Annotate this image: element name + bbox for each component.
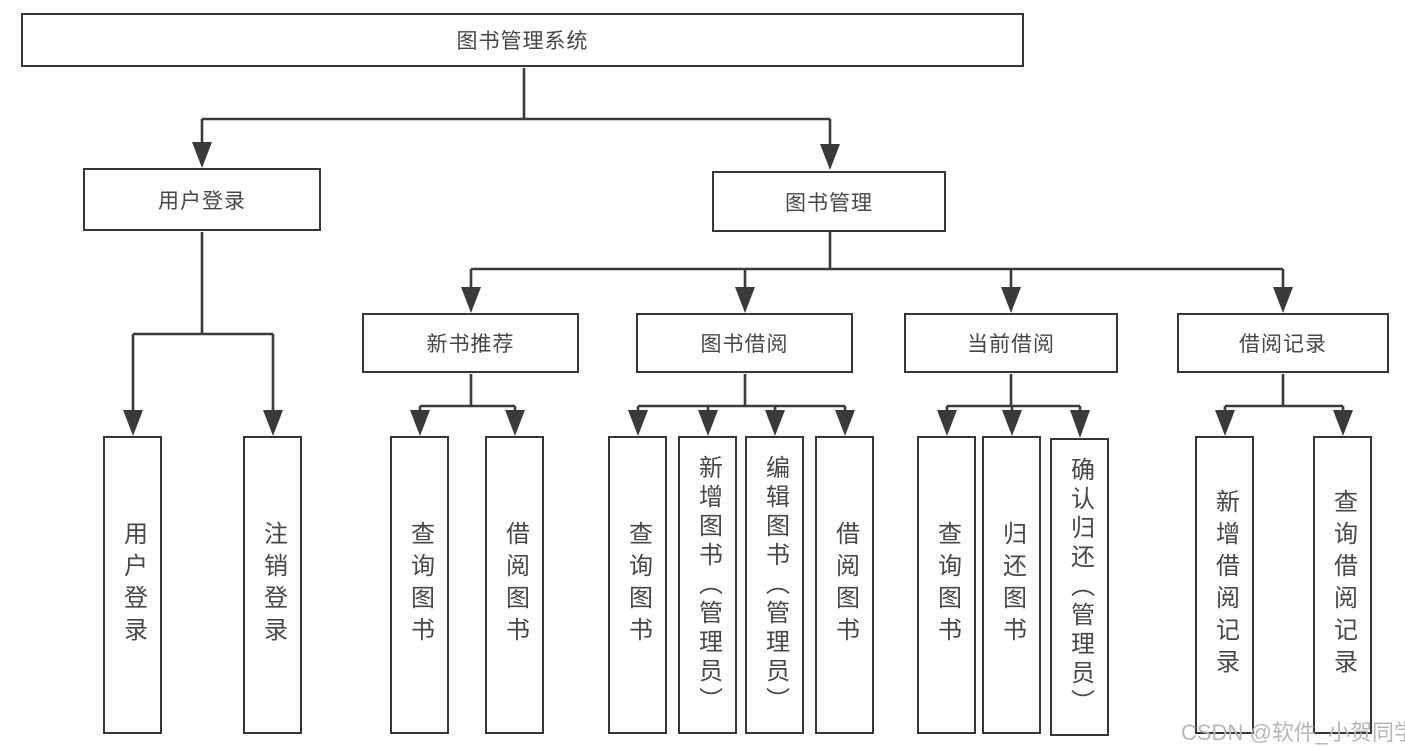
connector-book-borrow-to-leaves xyxy=(628,374,855,436)
node-borrow-records: 借阅记录 xyxy=(1177,313,1389,373)
arrowhead-down xyxy=(765,410,785,436)
connector-line xyxy=(469,232,1285,289)
leaf-label: 新增借阅记录 xyxy=(1211,489,1239,681)
leaf-label: 归还图书 xyxy=(998,521,1026,649)
leaf-label: 注销登录 xyxy=(259,521,287,649)
leaf-query-books-1: 查询图书 xyxy=(390,436,449,734)
connector-line xyxy=(200,68,832,146)
leaf-return-book: 归还图书 xyxy=(982,436,1041,734)
arrowhead-down xyxy=(192,142,212,168)
node-new-book-recommend: 新书推荐 xyxy=(362,313,579,373)
node-label: 图书管理 xyxy=(785,191,873,215)
arrowhead-down xyxy=(1273,287,1293,313)
connector-line xyxy=(945,374,1082,412)
leaf-borrow-books-2: 借阅图书 xyxy=(815,436,874,734)
leaf-query-borrow-record: 查询借阅记录 xyxy=(1313,436,1372,734)
arrowhead-down xyxy=(505,410,525,436)
leaf-label: 查询图书 xyxy=(624,521,652,649)
node-root-label: 图书管理系统 xyxy=(456,30,589,53)
connector-line xyxy=(131,232,275,412)
leaf-user-login: 用户登录 xyxy=(103,436,162,734)
leaf-label: 借阅图书 xyxy=(831,521,859,649)
connector-line xyxy=(636,374,847,412)
leaf-logout: 注销登录 xyxy=(243,436,302,734)
leaf-label: 新增图书（管理员） xyxy=(694,454,722,716)
leaf-edit-book-admin: 编辑图书（管理员） xyxy=(745,436,804,734)
connector-line xyxy=(418,374,517,412)
arrowhead-down xyxy=(263,410,283,436)
node-root-system: 图书管理系统 xyxy=(21,13,1024,67)
node-label: 借阅记录 xyxy=(1239,333,1327,356)
arrowhead-down xyxy=(461,287,481,313)
node-label: 图书借阅 xyxy=(700,333,789,356)
watermark: CSDN @软件_小贺同学 xyxy=(1181,720,1405,745)
leaf-label: 确认归还（管理员） xyxy=(1066,456,1094,718)
arrowhead-down xyxy=(1333,410,1353,436)
connector-root-to-level2 xyxy=(192,68,840,170)
arrowhead-down xyxy=(1070,410,1090,438)
node-user-login: 用户登录 xyxy=(83,168,321,231)
leaf-query-books-2: 查询图书 xyxy=(608,436,667,734)
connector-new-book-rec-to-leaves xyxy=(410,374,525,436)
leaf-label: 编辑图书（管理员） xyxy=(761,454,789,716)
node-label: 新书推荐 xyxy=(426,333,515,356)
leaf-confirm-return-admin: 确认归还（管理员） xyxy=(1050,438,1109,736)
connector-borrow-records-to-leaves xyxy=(1215,374,1353,436)
connector-current-borrow-to-leaves xyxy=(937,374,1090,438)
node-book-management: 图书管理 xyxy=(712,171,946,232)
arrowhead-down xyxy=(1002,410,1022,436)
node-current-borrow: 当前借阅 xyxy=(904,313,1118,373)
connector-book-mgmt-to-level3 xyxy=(461,232,1293,313)
leaf-label: 查询图书 xyxy=(406,521,434,649)
arrowhead-down xyxy=(937,410,957,436)
arrowhead-down xyxy=(628,410,648,436)
leaf-query-books-3: 查询图书 xyxy=(917,436,976,734)
arrowhead-down xyxy=(1215,410,1235,436)
leaf-label: 查询借阅记录 xyxy=(1329,489,1357,681)
leaf-borrow-books-1: 借阅图书 xyxy=(485,436,544,734)
leaf-label: 用户登录 xyxy=(119,521,147,649)
node-label: 用户登录 xyxy=(158,189,246,213)
connector-line xyxy=(1223,374,1345,412)
arrowhead-down xyxy=(835,410,855,436)
arrowhead-down xyxy=(735,287,755,313)
leaf-add-borrow-record: 新增借阅记录 xyxy=(1195,436,1254,734)
arrowhead-down xyxy=(1001,287,1021,313)
arrowhead-down xyxy=(820,144,840,170)
connector-user-login-to-leaves xyxy=(123,232,283,436)
arrowhead-down xyxy=(698,410,718,436)
leaf-label: 借阅图书 xyxy=(501,521,529,649)
arrowhead-down xyxy=(123,410,143,436)
node-label: 当前借阅 xyxy=(967,333,1055,356)
leaf-label: 查询图书 xyxy=(933,521,961,649)
leaf-add-book-admin: 新增图书（管理员） xyxy=(678,436,737,734)
arrowhead-down xyxy=(410,410,430,436)
node-book-borrow: 图书借阅 xyxy=(636,313,853,373)
